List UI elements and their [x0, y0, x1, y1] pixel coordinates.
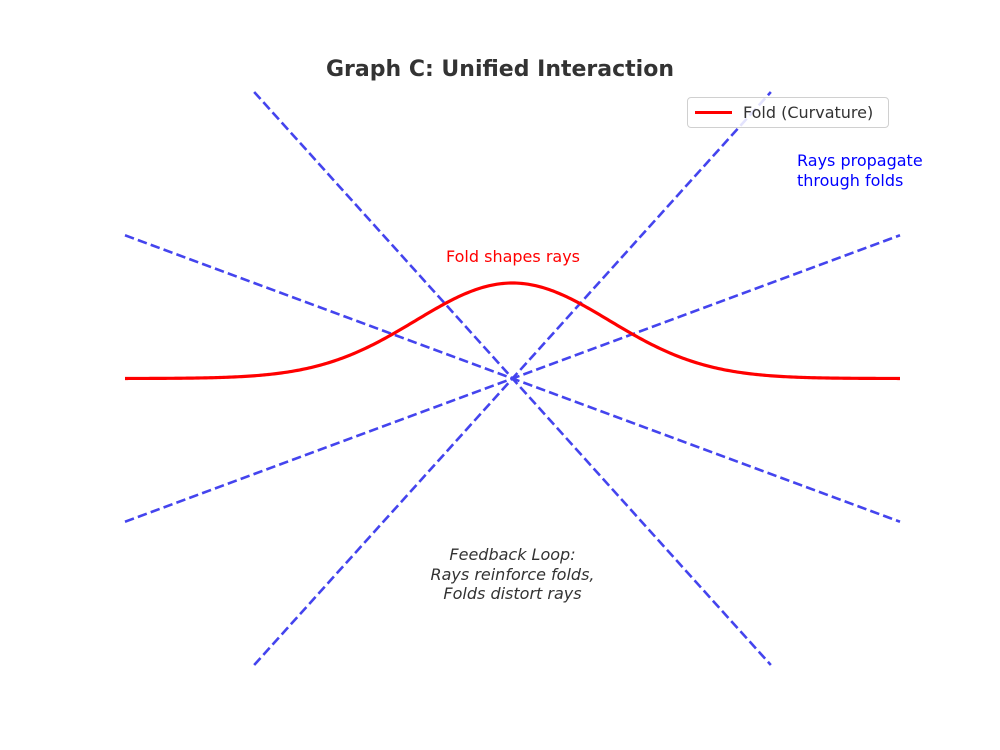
- rays-group: [124, 91, 901, 666]
- annotation-feedback-line-1: Feedback Loop:: [449, 545, 576, 564]
- chart-title: Graph C: Unified Interaction: [326, 57, 674, 82]
- legend: Fold (Curvature): [687, 97, 889, 128]
- legend-swatch-fold: [695, 111, 732, 114]
- annotation-feedback-line-3: Folds distort rays: [443, 584, 582, 603]
- annotation-rays-propagate: Rays propagate through folds: [797, 151, 923, 191]
- annotation-feedback-line-2: Rays reinforce folds,: [430, 564, 595, 584]
- annotation-fold-shapes-rays: Fold shapes rays: [446, 247, 580, 266]
- annotation-rays-line-2: through folds: [797, 171, 904, 190]
- annotation-rays-line-1: Rays propagate: [797, 151, 923, 170]
- annotation-feedback-loop: Feedback Loop: Rays reinforce folds, Fol…: [0, 545, 1000, 604]
- legend-label-fold: Fold (Curvature): [743, 103, 874, 122]
- fold-curve: [125, 281, 900, 381]
- ray-line-4: [253, 91, 772, 666]
